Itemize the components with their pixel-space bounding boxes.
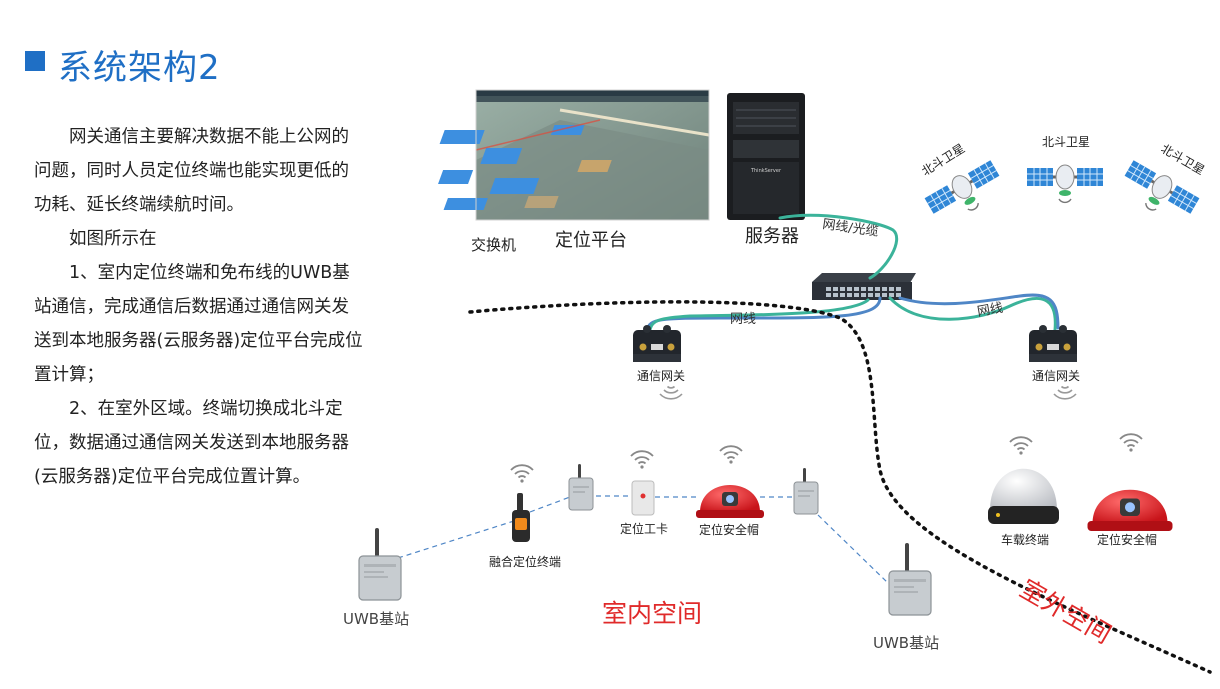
satellite-2	[1026, 164, 1104, 204]
satellite-3-label: 北斗卫星	[1159, 141, 1208, 177]
server-label: 服务器	[745, 226, 799, 247]
switch-label: 交换机	[471, 236, 516, 254]
uwb-base-station-left	[358, 527, 402, 601]
description-paragraph-4: 2、在室外区域。终端切换成北斗定位，数据通过通信网关发送到本地服务器(云服务器)…	[34, 399, 349, 487]
uwb-right-label: UWB基站	[873, 634, 939, 652]
cable-left-label: 网线	[730, 312, 756, 327]
description: 网关通信主要解决数据不能上公网的问题，同时人员定位终端也能实现更低的功耗、延长终…	[34, 120, 364, 494]
uwb-base-station-right	[888, 542, 932, 616]
fusion-terminal-label: 融合定位终端	[489, 554, 561, 569]
description-paragraph-1: 网关通信主要解决数据不能上公网的问题，同时人员定位终端也能实现更低的功耗、延长终…	[34, 127, 349, 215]
page-title: 系统架构2	[58, 48, 221, 88]
helmet-outdoor-label: 定位安全帽	[1097, 532, 1157, 547]
vehicle-terminal-signal-icon	[1009, 436, 1033, 456]
work-card	[631, 480, 655, 516]
uwb-left-label: UWB基站	[343, 610, 409, 628]
fusion-terminal-signal-icon	[510, 464, 534, 484]
uwb-anchor-1	[568, 463, 594, 511]
gateway-left	[633, 325, 681, 362]
cable-left-blue	[646, 296, 882, 330]
zone-boundary	[468, 300, 1212, 674]
helmet-outdoor	[1087, 489, 1173, 531]
description-paragraph-3: 1、室内定位终端和免布线的UWB基站通信，完成通信后数据通过通信网关发送到本地服…	[34, 263, 363, 385]
cable-right-blue	[898, 293, 1060, 330]
gateway-right-signal-icon	[1053, 385, 1077, 400]
work-card-label: 定位工卡	[620, 521, 668, 536]
network-switch	[812, 273, 916, 300]
gateway-right	[1029, 325, 1077, 362]
fiber-link-label: 网线/光缆	[821, 216, 879, 240]
satellite-1-label: 北斗卫星	[919, 141, 967, 178]
satellite-2-label: 北斗卫星	[1042, 135, 1090, 149]
server-brand: ThinkServer	[750, 168, 782, 174]
vehicle-terminal	[988, 468, 1059, 524]
helmet-outdoor-signal-icon	[1119, 433, 1143, 453]
indoor-links	[397, 495, 891, 586]
title-bullet	[25, 51, 45, 71]
outdoor-space-label: 室外空间	[1015, 574, 1116, 649]
gateway-left-label: 通信网关	[637, 369, 685, 383]
cable-right-label: 网线	[976, 301, 1004, 320]
indoor-space-label: 室内空间	[602, 599, 702, 628]
platform-screenshot	[438, 89, 710, 221]
cable-right-green	[888, 296, 1057, 332]
description-paragraph-2: 如图所示在	[69, 229, 157, 249]
gateway-left-signal-icon	[659, 385, 683, 400]
work-card-signal-icon	[630, 450, 654, 470]
server-tower: ThinkServer	[727, 93, 805, 220]
fiber-cable	[778, 213, 899, 280]
gateway-right-label: 通信网关	[1032, 369, 1080, 383]
fusion-terminal	[512, 493, 530, 542]
helmet-indoor-label: 定位安全帽	[699, 522, 759, 537]
cable-left-green	[648, 298, 870, 332]
network-cables	[646, 213, 1060, 332]
helmet-indoor-signal-icon	[719, 445, 743, 465]
uwb-anchor-2	[793, 467, 819, 515]
platform-label: 定位平台	[555, 230, 627, 251]
vehicle-terminal-label: 车载终端	[1001, 532, 1049, 547]
helmet-indoor	[696, 485, 764, 518]
